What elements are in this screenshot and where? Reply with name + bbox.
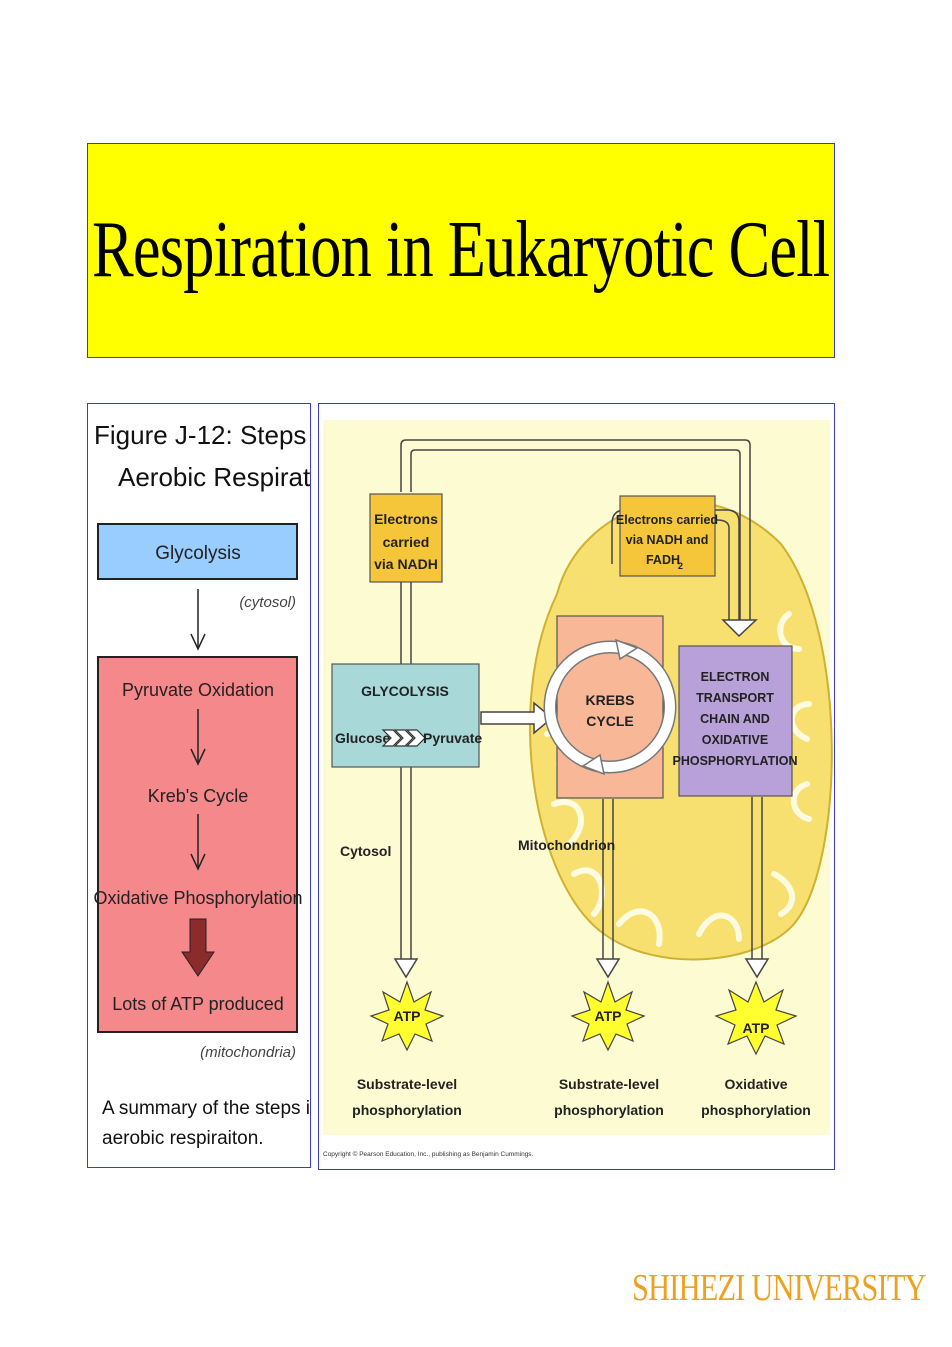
step-pyruvate-oxidation: Pyruvate Oxidation <box>122 680 274 700</box>
glycolysis-to-krebs-arrow-icon <box>480 701 554 735</box>
output-2-line2: phosphorylation <box>554 1102 664 1118</box>
electrons-nadh-fadh-line3: FADH <box>646 553 680 567</box>
arrow-to-atp-1-icon <box>393 958 419 979</box>
atp-starburst-icon <box>714 980 798 1056</box>
krebs-cycle-ring-icon <box>545 642 675 772</box>
electrons-nadh-fadh-box <box>619 495 716 577</box>
atp-star-3: ATP <box>714 980 798 1056</box>
step-atp-produced: Lots of ATP produced <box>112 994 283 1014</box>
summary-line1: A summary of the steps in <box>102 1098 310 1119</box>
output-3-line1: Oxidative <box>724 1076 787 1092</box>
big-arrow-down-icon <box>181 918 215 977</box>
glycolysis-box <box>97 523 298 580</box>
etc-line2: TRANSPORT <box>696 691 774 705</box>
pyruvate-label: Pyruvate <box>423 730 482 746</box>
step-oxidative-phosphorylation: Oxidative Phosphorylation <box>93 888 302 908</box>
title-banner: Respiration in Eukaryotic Cell <box>87 143 835 358</box>
steps-figure-panel: Figure J-12: Steps in Aerobic Respiratio… <box>87 403 345 1168</box>
page-title: Respiration in Eukaryotic Cell <box>92 206 830 294</box>
atp-starburst-icon <box>570 980 646 1052</box>
electrons-nadh-fadh-line1: Electrons carried <box>616 513 718 527</box>
arrow-to-atp-2-icon <box>595 958 621 979</box>
arrow-down-icon <box>190 814 206 871</box>
arrow-into-etc-icon <box>721 619 758 638</box>
krebs-line1: KREBS <box>585 692 634 708</box>
glycolysis-label: Glycolysis <box>155 543 241 564</box>
krebs-arrow-bottom-icon <box>581 753 606 776</box>
respiration-diagram-panel: Electrons carried via NADH Electrons car… <box>318 403 835 1170</box>
cytosol-label: Cytosol <box>340 843 391 859</box>
steps-heading-line2: Aerobic Respiration <box>118 462 310 492</box>
electrons-nadh-line2: carried <box>383 534 430 550</box>
electrons-nadh-box <box>369 493 443 583</box>
glucose-label: Glucose <box>335 730 390 746</box>
steps-heading-line1: Figure J-12: Steps in <box>94 420 310 450</box>
copyright-note: Copyright © Pearson Education, Inc., pub… <box>323 1150 534 1158</box>
atp-label-1: ATP <box>394 1008 421 1024</box>
electrons-nadh-line3: via NADH <box>374 556 438 572</box>
etc-line5: PHOSPHORYLATION <box>672 754 797 768</box>
glycolysis-box <box>331 663 480 768</box>
summary-line2: aerobic respiraiton. <box>102 1128 264 1149</box>
arrow-to-atp-3-icon <box>744 958 770 979</box>
atp-starburst-icon <box>369 980 445 1052</box>
krebs-arrow-top-icon <box>614 638 639 661</box>
atp-star-2: ATP <box>570 980 646 1052</box>
glycolysis-title: GLYCOLYSIS <box>361 683 449 699</box>
mitochondria-note: (mitochondria) <box>200 1044 296 1061</box>
fadh-subscript: 2 <box>678 561 683 571</box>
electrons-nadh-fadh-line2: via NADH and <box>626 533 709 547</box>
atp-label-3: ATP <box>743 1020 770 1036</box>
atp-flow-arrows <box>400 582 763 959</box>
atp-label-2: ATP <box>595 1008 622 1024</box>
arrow-down-icon <box>190 589 206 651</box>
step-krebs-cycle: Kreb's Cycle <box>148 786 248 806</box>
etc-line3: CHAIN AND <box>700 712 770 726</box>
glucose-to-pyruvate-arrows-icon <box>381 729 426 747</box>
output-1-line1: Substrate-level <box>357 1076 457 1092</box>
krebs-line2: CYCLE <box>586 713 633 729</box>
cytosol-note: (cytosol) <box>239 594 296 611</box>
steps-figure: Figure J-12: Steps in Aerobic Respiratio… <box>93 420 344 1149</box>
etc-line1: ELECTRON <box>701 670 770 684</box>
etc-line4: OXIDATIVE <box>702 733 768 747</box>
output-2-line1: Substrate-level <box>559 1076 659 1092</box>
electrons-nadh-line1: Electrons <box>374 511 438 527</box>
electron-transport-chain-box <box>678 645 793 797</box>
atp-star-1: ATP <box>369 980 445 1052</box>
mitochondrion-label: Mitochondrion <box>518 837 615 853</box>
output-1-line2: phosphorylation <box>352 1102 462 1118</box>
arrow-down-icon <box>190 709 206 766</box>
output-3-line2: phosphorylation <box>701 1102 811 1118</box>
respiration-diagram: Electrons carried via NADH Electrons car… <box>323 420 833 1158</box>
university-footer: SHIHEZI UNIVERSITY <box>632 1267 927 1309</box>
